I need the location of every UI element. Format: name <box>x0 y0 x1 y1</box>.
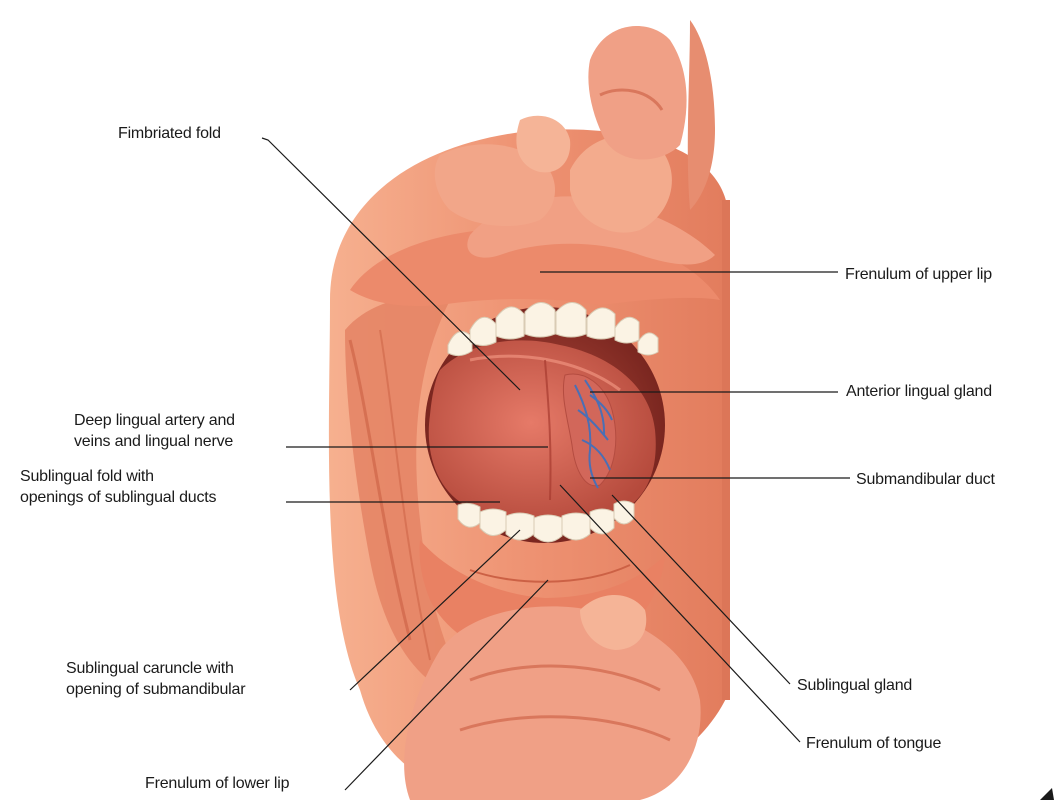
label-frenulum-upper-lip: Frenulum of upper lip <box>845 264 992 285</box>
label-sublingual-caruncle: Sublingual caruncle with opening of subm… <box>66 658 245 700</box>
label-frenulum-tongue: Frenulum of tongue <box>806 733 941 754</box>
label-sublingual-fold: Sublingual fold with openings of subling… <box>20 466 216 508</box>
label-anterior-lingual-gland: Anterior lingual gland <box>846 381 992 402</box>
label-frenulum-lower-lip: Frenulum of lower lip <box>145 773 289 794</box>
label-sublingual-gland: Sublingual gland <box>797 675 912 696</box>
label-fimbriated-fold: Fimbriated fold <box>118 123 221 144</box>
label-deep-lingual: Deep lingual artery and veins and lingua… <box>74 410 235 452</box>
label-submandibular-duct: Submandibular duct <box>856 469 995 490</box>
